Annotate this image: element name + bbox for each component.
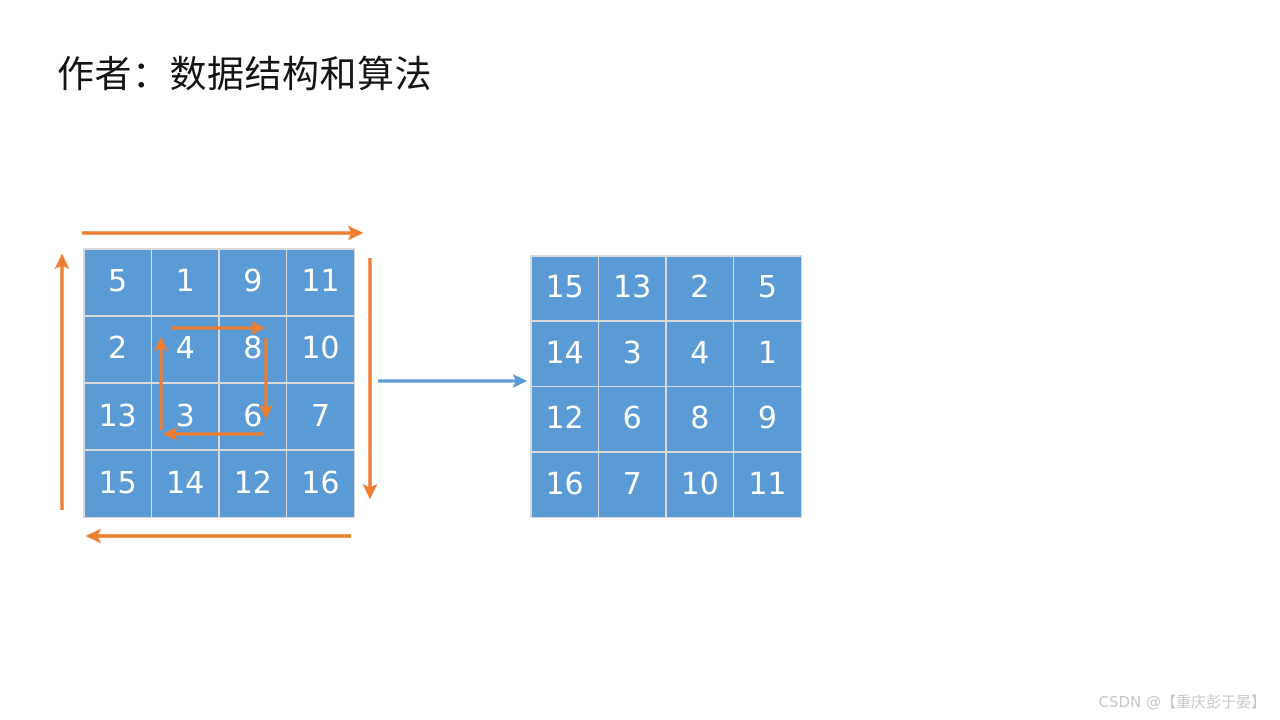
matrix-cell: 6 xyxy=(219,383,286,450)
matrix-cell: 15 xyxy=(84,450,151,517)
matrix-cell: 13 xyxy=(84,383,151,450)
matrix-cell: 1 xyxy=(734,321,801,386)
matrix-cell: 4 xyxy=(666,321,733,386)
matrix-cell: 5 xyxy=(734,256,801,321)
matrix-cell: 16 xyxy=(287,450,354,517)
matrix-cell: 8 xyxy=(219,316,286,383)
matrix-cell: 8 xyxy=(666,387,733,452)
matrix-cell: 1 xyxy=(152,249,219,316)
page-title: 作者：数据结构和算法 xyxy=(57,53,432,96)
matrix-cell: 6 xyxy=(599,387,666,452)
matrix-cell: 14 xyxy=(531,321,598,386)
matrix-cell: 10 xyxy=(666,452,733,517)
matrix-cell: 11 xyxy=(287,249,354,316)
matrix-cell: 7 xyxy=(287,383,354,450)
csdn-watermark: CSDN @【重庆彭于晏】 xyxy=(1098,693,1266,711)
matrix-cell: 5 xyxy=(84,249,151,316)
input-matrix: 5 1 9 11 2 4 8 10 13 3 6 7 15 14 12 16 xyxy=(83,248,355,518)
matrix-cell: 2 xyxy=(84,316,151,383)
output-matrix: 15 13 2 5 14 3 4 1 12 6 8 9 16 7 10 11 xyxy=(530,255,802,518)
matrix-cell: 11 xyxy=(734,452,801,517)
matrix-cell: 2 xyxy=(666,256,733,321)
matrix-cell: 16 xyxy=(531,452,598,517)
matrix-cell: 9 xyxy=(734,387,801,452)
matrix-cell: 12 xyxy=(219,450,286,517)
matrix-cell: 13 xyxy=(599,256,666,321)
matrix-cell: 14 xyxy=(152,450,219,517)
matrix-cell: 3 xyxy=(152,383,219,450)
matrix-cell: 3 xyxy=(599,321,666,386)
matrix-cell: 9 xyxy=(219,249,286,316)
matrix-cell: 12 xyxy=(531,387,598,452)
matrix-cell: 10 xyxy=(287,316,354,383)
matrix-cell: 7 xyxy=(599,452,666,517)
matrix-cell: 4 xyxy=(152,316,219,383)
matrix-cell: 15 xyxy=(531,256,598,321)
